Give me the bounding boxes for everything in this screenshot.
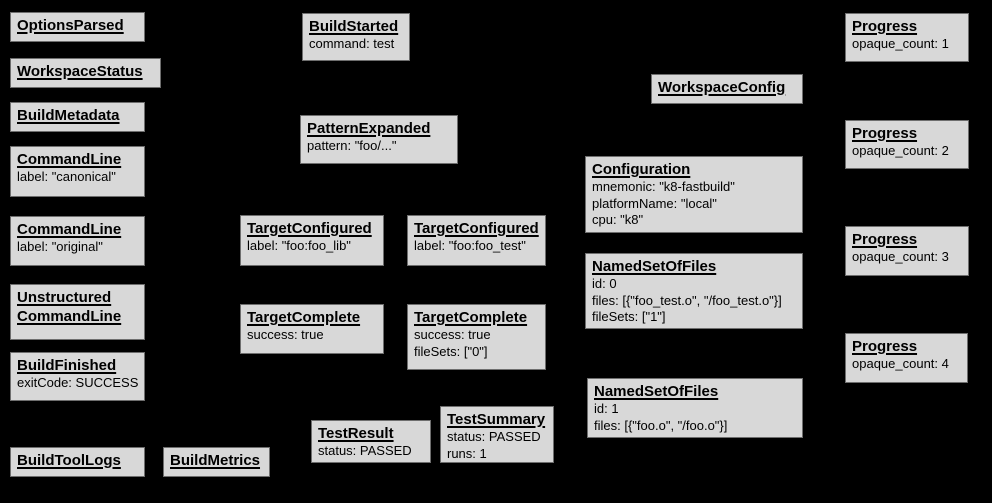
node-title: TargetConfigured <box>247 220 372 237</box>
node-options-parsed: OptionsParsed <box>10 12 145 42</box>
node-title: Progress <box>852 18 918 35</box>
node-title: WorkspaceStatus <box>17 63 143 80</box>
node-detail: runs: 1 <box>447 445 487 461</box>
node-build-tool-logs: BuildToolLogs <box>10 447 145 477</box>
node-detail: status: PASSED <box>447 429 541 444</box>
node-title: Configuration <box>592 161 691 178</box>
node-title: BuildStarted <box>309 18 399 35</box>
node-detail: platformName: "local" <box>592 195 717 211</box>
node-title: Progress <box>852 231 918 248</box>
node-detail: mnemonic: "k8-fastbuild" <box>592 179 735 194</box>
node-title: BuildFinished <box>17 357 117 374</box>
node-title: PatternExpanded <box>307 120 431 137</box>
node-title: Progress <box>852 338 918 355</box>
node-title: TargetConfigured <box>414 220 539 237</box>
node-title: NamedSetOfFiles <box>592 258 717 275</box>
node-detail: pattern: "foo/..." <box>307 138 397 153</box>
node-detail: fileSets: ["1"] <box>592 309 666 324</box>
node-detail: status: PASSED <box>318 443 412 458</box>
node-detail: exitCode: SUCCESS <box>17 375 139 390</box>
node-detail: cpu: "k8" <box>592 212 644 227</box>
node-title: BuildToolLogs <box>17 452 121 469</box>
node-build-metrics: BuildMetrics <box>163 447 270 477</box>
node-title: Progress <box>852 125 918 142</box>
node-detail: success: true <box>247 327 324 342</box>
node-title: TargetComplete <box>414 309 528 326</box>
node-detail: opaque_count: 4 <box>852 356 949 371</box>
node-title: TestResult <box>318 425 394 442</box>
node-title: Unstructured <box>17 289 112 306</box>
node-build-metadata: BuildMetadata <box>10 102 145 132</box>
node-title: WorkspaceConfig <box>658 79 786 96</box>
node-title: TargetComplete <box>247 309 361 326</box>
node-detail: fileSets: ["0"] <box>414 343 488 359</box>
node-detail: label: "foo:foo_lib" <box>247 238 351 253</box>
node-title: BuildMetadata <box>17 107 120 124</box>
node-detail: opaque_count: 2 <box>852 143 949 158</box>
node-detail: opaque_count: 1 <box>852 36 949 51</box>
node-title: TestSummary <box>447 411 546 428</box>
node-title: NamedSetOfFiles <box>594 383 719 400</box>
node-title: CommandLine <box>17 308 122 325</box>
node-detail: id: 0 <box>592 276 617 291</box>
node-detail: success: true <box>414 327 491 342</box>
node-detail: label: "foo:foo_test" <box>414 238 526 253</box>
node-detail: id: 1 <box>594 401 619 416</box>
node-detail: opaque_count: 3 <box>852 249 949 264</box>
node-workspace-status: WorkspaceStatus <box>10 58 161 88</box>
node-title: BuildMetrics <box>170 452 261 469</box>
node-detail: command: test <box>309 36 395 51</box>
node-title: CommandLine <box>17 221 122 238</box>
node-title: CommandLine <box>17 151 122 168</box>
node-title: OptionsParsed <box>17 17 124 34</box>
node-detail: label: "original" <box>17 239 103 254</box>
node-detail: files: [{"foo.o", "/foo.o"}] <box>594 417 728 433</box>
node-workspace-config: WorkspaceConfig <box>651 74 803 104</box>
node-detail: label: "canonical" <box>17 169 116 184</box>
node-detail: files: [{"foo_test.o", "/foo_test.o"}] <box>592 292 782 308</box>
